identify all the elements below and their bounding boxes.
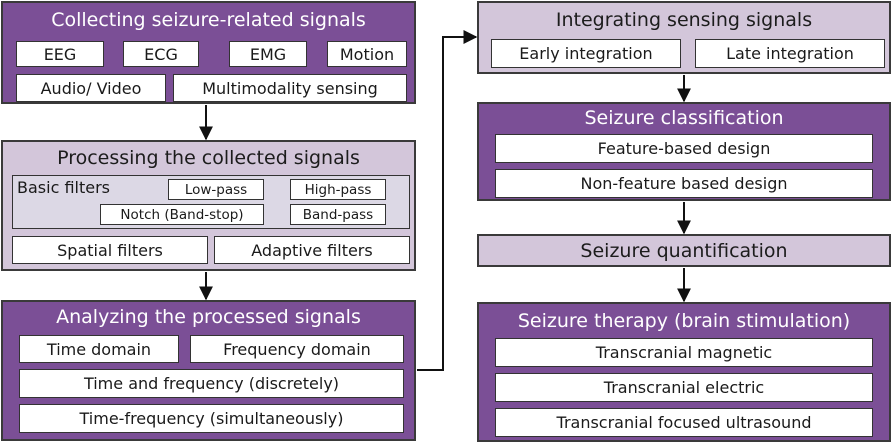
transcranial-magnetic-box: Transcranial magnetic	[495, 338, 873, 367]
analyzing-signals-panel: Analyzing the processed signals Time dom…	[1, 300, 416, 441]
processing-title: Processing the collected signals	[57, 147, 360, 169]
transcranial-ultrasound-box: Transcranial focused ultrasound	[495, 408, 873, 437]
quantification-title: Seizure quantification	[580, 240, 788, 262]
late-integration-box: Late integration	[695, 39, 885, 68]
non-feature-based-box: Non-feature based design	[495, 169, 873, 198]
feature-based-box: Feature-based design	[495, 134, 873, 163]
therapy-title: Seizure therapy (brain stimulation)	[517, 310, 851, 332]
classification-title: Seizure classification	[584, 107, 784, 129]
frequency-domain-box: Frequency domain	[190, 335, 404, 363]
collecting-signals-panel: Collecting seizure-related signals EEG E…	[1, 1, 416, 104]
eeg-box: EEG	[16, 41, 104, 67]
seizure-therapy-panel: Seizure therapy (brain stimulation) Tran…	[477, 302, 891, 442]
basic-filters-panel: Basic filters Low-pass High-pass Notch (…	[12, 175, 410, 229]
band-pass-box: Band-pass	[290, 204, 386, 225]
high-pass-box: High-pass	[290, 179, 386, 200]
multimodality-box: Multimodality sensing	[173, 74, 407, 102]
processing-signals-panel: Processing the collected signals Basic f…	[1, 140, 416, 271]
time-frequency-box: Time-frequency (simultaneously)	[19, 404, 404, 433]
time-and-frequency-box: Time and frequency (discretely)	[19, 369, 404, 398]
seizure-classification-panel: Seizure classification Feature-based des…	[477, 102, 891, 201]
early-integration-box: Early integration	[491, 39, 681, 68]
integrating-title: Integrating sensing signals	[555, 9, 813, 31]
motion-box: Motion	[327, 41, 407, 67]
time-domain-box: Time domain	[19, 335, 179, 363]
transcranial-electric-box: Transcranial electric	[495, 373, 873, 402]
adaptive-filters-box: Adaptive filters	[214, 236, 410, 264]
ecg-box: ECG	[123, 41, 199, 67]
collecting-title: Collecting seizure-related signals	[51, 9, 366, 31]
emg-box: EMG	[229, 41, 307, 67]
notch-box: Notch (Band-stop)	[100, 204, 264, 225]
seizure-quantification-panel: Seizure quantification	[477, 234, 891, 267]
basic-filters-label: Basic filters	[17, 178, 110, 197]
arrow-analyze-to-integrate	[417, 30, 478, 371]
low-pass-box: Low-pass	[168, 179, 264, 200]
spatial-filters-box: Spatial filters	[12, 236, 208, 264]
integrating-signals-panel: Integrating sensing signals Early integr…	[477, 1, 891, 74]
analyzing-title: Analyzing the processed signals	[56, 306, 361, 328]
audio-video-box: Audio/ Video	[16, 74, 166, 102]
